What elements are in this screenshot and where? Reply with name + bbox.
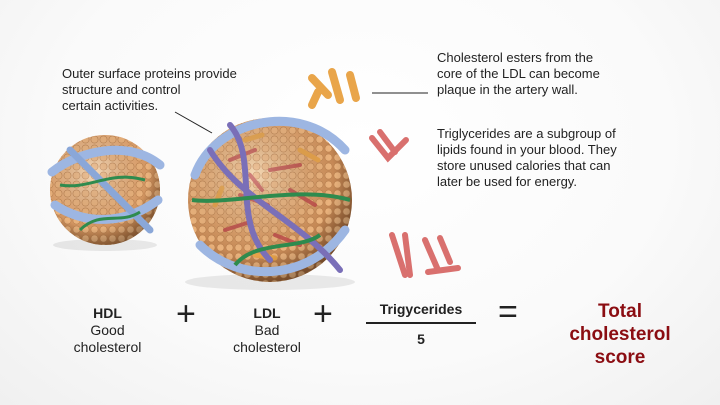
fraction-denominator: 5: [417, 330, 425, 347]
cholesterol-ester-molecules: [308, 68, 360, 109]
annotation-line: core of the LDL can become: [437, 66, 600, 81]
annotation-line: plaque in the artery wall.: [437, 82, 578, 97]
total-line1: Total: [598, 301, 642, 322]
fraction-numerator: Trigycerides: [379, 301, 463, 317]
hdl-line1: Good: [90, 322, 125, 338]
annotation-line: Outer surface proteins provide: [62, 66, 237, 81]
ldl-line2: cholesterol: [233, 339, 301, 355]
annotation-line: later be used for energy.: [437, 174, 577, 189]
equals-operator: =: [498, 293, 518, 331]
annotation-line: structure and control: [62, 82, 181, 97]
plus-operator: +: [313, 295, 333, 333]
plus-operator: +: [176, 295, 196, 333]
surface-proteins-leader: [174, 111, 213, 134]
hdl-term: HDL Good cholesterol: [60, 305, 155, 356]
ldl-line1: Bad: [254, 322, 280, 338]
surface-proteins-annotation: Outer surface proteins provide structure…: [62, 66, 282, 114]
total-line2: cholesterol: [569, 324, 671, 345]
triglycerides-annotation: Triglycerides are a subgroup of lipids f…: [437, 126, 712, 190]
annotation-line: lipids found in your blood. They: [437, 142, 617, 157]
total-line3: score: [594, 347, 646, 368]
triglycerides-fraction: Trigycerides 5: [362, 300, 480, 348]
hdl-line2: cholesterol: [73, 339, 142, 355]
ldl-particle: [185, 116, 355, 290]
fraction-bar: [366, 322, 476, 324]
annotation-line: store unused calories that can: [437, 158, 611, 173]
triglyceride-molecule-upper: [369, 129, 409, 163]
hdl-title: HDL: [93, 305, 122, 321]
total-cholesterol-score: Total cholesterol score: [545, 300, 695, 369]
ldl-term: LDL Bad cholesterol: [222, 305, 312, 356]
hdl-particle: [47, 135, 165, 251]
annotation-line: certain activities.: [62, 98, 159, 113]
annotation-line: Cholesterol esters from the: [437, 50, 594, 65]
ldl-title: LDL: [253, 305, 281, 321]
cholesterol-esters-annotation: Cholesterol esters from the core of the …: [437, 50, 707, 98]
triglyceride-molecule-lower: [389, 232, 461, 278]
annotation-line: Triglycerides are a subgroup of: [437, 126, 616, 141]
